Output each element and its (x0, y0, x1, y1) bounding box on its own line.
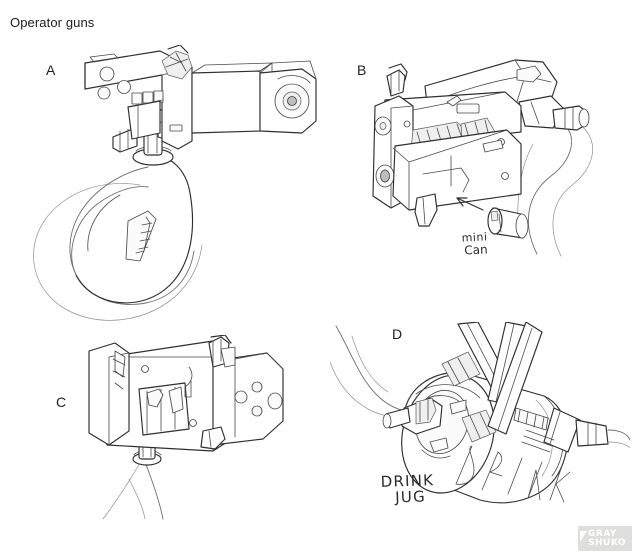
watermark-line1: GRAY (588, 528, 617, 539)
annotation-mini-can-line2: Can (463, 241, 488, 258)
page-title: Operator guns (10, 15, 95, 30)
annotation-mini-can: mini Can (461, 230, 488, 258)
sketch-panel-c (85, 335, 295, 520)
sketch-panel-a (20, 45, 320, 325)
annotation-drink-jug: DRINK JUG (380, 471, 435, 507)
watermark-logo: GRAY SHUKO (578, 526, 632, 551)
annotation-drink-jug-line2: JUG (394, 487, 427, 507)
sketch-panel-b (365, 48, 615, 258)
panel-label-d: D (392, 326, 403, 342)
watermark-line2: SHUKO (588, 537, 627, 548)
panel-label-a: A (46, 62, 56, 78)
panel-label-c: C (56, 394, 67, 410)
panel-label-b: B (357, 62, 367, 78)
watermark-text: GRAY SHUKO (588, 528, 627, 548)
watermark-triangle-icon (580, 530, 587, 542)
sketch-panel-d (330, 322, 630, 534)
